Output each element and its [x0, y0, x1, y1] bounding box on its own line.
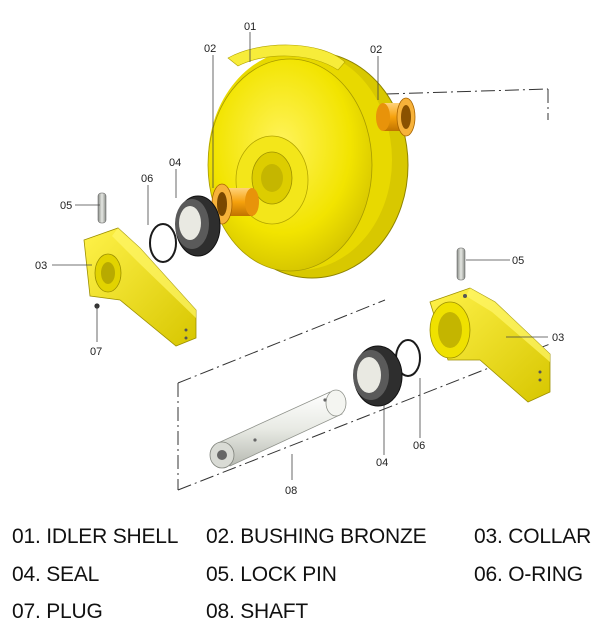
callout-lock-pin-left: 05 — [60, 200, 72, 212]
callout-bushing-right: 02 — [370, 44, 382, 56]
callout-bushing-left: 02 — [204, 43, 216, 55]
callout-oring-left: 06 — [141, 173, 153, 185]
callout-collar-left: 03 — [35, 260, 47, 272]
collar-left — [83, 227, 197, 347]
callout-numbers: 01 02 02 04 06 05 03 07 05 03 06 04 08 — [35, 21, 564, 497]
shaft — [209, 389, 347, 469]
callout-collar-right: 03 — [552, 332, 564, 344]
callout-shaft: 08 — [285, 485, 297, 497]
assembly-axis-lines — [177, 88, 551, 491]
callout-oring-right: 06 — [413, 440, 425, 452]
callout-seal-left: 04 — [169, 157, 181, 169]
lock-pin-right — [456, 247, 466, 281]
callout-idler-shell: 01 — [244, 21, 256, 33]
callout-lock-pin-right: 05 — [512, 255, 524, 267]
callout-plug: 07 — [90, 346, 102, 358]
leader-lines — [52, 32, 548, 480]
seal-left — [175, 195, 221, 257]
collar-right — [429, 287, 551, 403]
idler-shell — [207, 44, 409, 279]
callout-seal-right: 04 — [376, 457, 388, 469]
oring-left — [149, 223, 177, 263]
seal-right — [353, 345, 403, 407]
lock-pin-left — [97, 192, 107, 224]
bushing-bronze-right — [376, 97, 416, 137]
